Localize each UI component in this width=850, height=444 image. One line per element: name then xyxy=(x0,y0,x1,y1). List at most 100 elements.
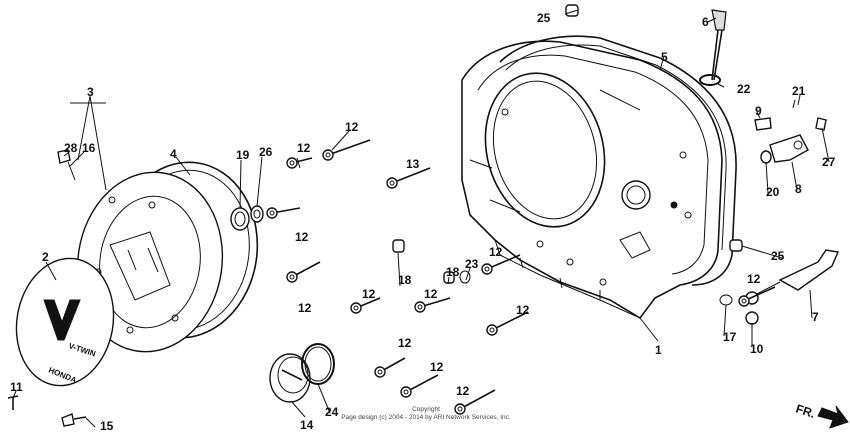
leader-line xyxy=(331,129,351,151)
bolt-7 xyxy=(414,297,451,313)
callout-3: 3 xyxy=(87,85,94,99)
crankcase-cover xyxy=(461,40,723,320)
leader-line xyxy=(77,95,91,161)
bolt-13 xyxy=(738,286,776,307)
callout-16: 16 xyxy=(82,141,96,155)
leader-line xyxy=(256,156,263,207)
callout-10: 10 xyxy=(750,342,764,356)
callout-6: 6 xyxy=(702,15,709,29)
leader-line xyxy=(659,55,665,71)
leader-line xyxy=(717,83,725,88)
leader-line xyxy=(447,276,450,285)
callout-19: 19 xyxy=(236,148,250,162)
callout-2: 2 xyxy=(42,250,49,264)
bolt-10 xyxy=(374,357,406,378)
leader-line xyxy=(756,111,761,119)
leader-lines xyxy=(12,9,830,428)
callout-22: 22 xyxy=(737,82,751,96)
sensor-unit xyxy=(754,99,827,164)
leader-line xyxy=(639,317,659,342)
leader-line xyxy=(239,159,242,209)
callout-12: 12 xyxy=(295,230,309,244)
bolt-6 xyxy=(350,297,381,314)
copyright-line2: Page design (c) 2004 - 2014 by ARI Netwo… xyxy=(341,414,511,421)
callout-12: 12 xyxy=(345,120,359,134)
bolt-2 xyxy=(322,139,371,161)
front-direction-arrow: FR. xyxy=(794,402,849,429)
callout-25: 25 xyxy=(771,249,785,263)
bolt-11 xyxy=(400,374,439,398)
callout-8: 8 xyxy=(795,182,802,196)
leader-line xyxy=(63,151,70,157)
callout-18: 18 xyxy=(398,273,412,287)
callout-12: 12 xyxy=(489,245,503,259)
callout-23: 23 xyxy=(465,257,479,271)
cable-bracket xyxy=(719,249,839,325)
bolt-9 xyxy=(486,311,529,336)
filler-cap xyxy=(269,353,311,403)
leader-line xyxy=(765,161,769,194)
callout-17: 17 xyxy=(723,330,737,344)
cover-gasket xyxy=(499,35,737,286)
leader-line xyxy=(89,95,107,191)
leader-line xyxy=(45,261,57,281)
callout-24: 24 xyxy=(325,405,339,419)
callout-14: 14 xyxy=(300,418,314,432)
bolt-3 xyxy=(266,207,301,219)
bolts-group xyxy=(266,139,776,415)
callout-13: 13 xyxy=(406,157,420,171)
leader-line xyxy=(397,252,401,287)
callout-15: 15 xyxy=(100,419,114,433)
emblem-plate: V-TWIN HONDA xyxy=(15,257,115,387)
leader-line xyxy=(741,245,783,259)
callout-4: 4 xyxy=(170,147,177,161)
leader-line xyxy=(12,390,17,399)
callout-7: 7 xyxy=(812,310,819,324)
callout-1: 1 xyxy=(655,343,662,357)
callout-20: 20 xyxy=(766,185,780,199)
leader-line xyxy=(69,151,85,167)
callout-12: 12 xyxy=(747,272,761,286)
callout-12: 12 xyxy=(362,287,376,301)
oil-seal-19 xyxy=(230,207,250,231)
front-direction-label: FR. xyxy=(794,402,817,421)
leader-line xyxy=(809,289,813,319)
callout-12: 12 xyxy=(456,384,470,398)
callout-12: 12 xyxy=(430,360,444,374)
leader-line xyxy=(291,401,306,418)
dipstick xyxy=(699,9,727,86)
callout-12: 12 xyxy=(424,287,438,301)
leader-line xyxy=(797,94,801,106)
leader-line xyxy=(85,417,96,428)
callout-25: 25 xyxy=(537,11,551,25)
copyright-line1: Copyright xyxy=(412,406,440,413)
leader-line xyxy=(175,156,191,176)
callout-11: 11 xyxy=(10,380,23,394)
callout-12: 12 xyxy=(298,301,312,315)
bolt-4 xyxy=(386,167,431,189)
leader-line xyxy=(723,304,727,337)
callout-12: 12 xyxy=(297,141,311,155)
leader-line xyxy=(564,9,579,15)
callout-12: 12 xyxy=(516,303,530,317)
leader-line xyxy=(296,157,301,169)
bolt-1 xyxy=(286,157,313,169)
leader-line xyxy=(821,127,830,163)
bolt-12 xyxy=(454,389,496,415)
callout-28: 28 xyxy=(64,141,78,155)
leader-line xyxy=(465,267,471,281)
leader-line xyxy=(791,161,798,191)
callout-26: 26 xyxy=(259,145,273,159)
bolt-5 xyxy=(286,261,321,283)
callout-27: 27 xyxy=(822,155,836,169)
leader-line xyxy=(707,17,717,23)
callout-5: 5 xyxy=(661,50,668,64)
callout-12: 12 xyxy=(398,336,412,350)
callout-21: 21 xyxy=(792,84,806,98)
washer-26 xyxy=(250,205,264,223)
leader-line xyxy=(317,383,331,414)
callout-18: 18 xyxy=(446,265,460,279)
